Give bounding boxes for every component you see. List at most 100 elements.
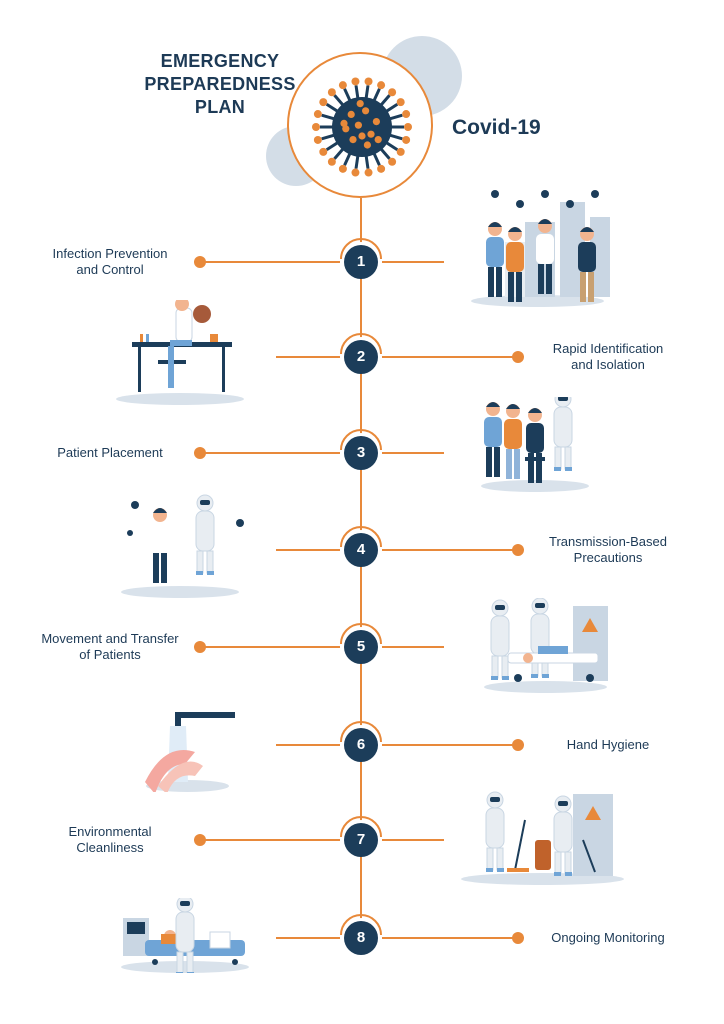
step-label: Hand Hygiene <box>528 737 688 753</box>
timeline-spine <box>360 198 362 943</box>
patient-transfer-gurney-illustration <box>478 597 613 693</box>
connector-right <box>382 261 444 263</box>
title-line-3: PLAN <box>194 97 246 117</box>
step-label-line-2: and Control <box>76 262 144 277</box>
step-label-line-2: Precautions <box>573 550 643 565</box>
hand-washing-tap-illustration <box>140 712 235 794</box>
step-label-line-2: and Isolation <box>571 357 645 372</box>
hospital-bed-monitoring-illustration <box>115 895 255 976</box>
virus-spike-tip <box>377 164 386 173</box>
step-label: Ongoing Monitoring <box>528 930 688 946</box>
step-label-line-1: Movement and Transfer <box>41 631 179 646</box>
step-number-badge: 4 <box>344 533 378 567</box>
step-number-badge: 7 <box>344 823 378 857</box>
connector-left <box>200 261 340 263</box>
connector-right <box>382 452 444 454</box>
virus-spike-tip <box>313 110 322 119</box>
virus-spike-tip <box>351 168 360 177</box>
virus-dot <box>347 110 355 118</box>
connector-dot <box>512 932 524 944</box>
step-label-line-1: Rapid Identification <box>552 341 664 356</box>
step-label: Patient Placement <box>30 445 190 461</box>
virus-spike-tip <box>396 98 405 107</box>
connector-left <box>276 356 340 358</box>
step-number-badge: 5 <box>344 630 378 664</box>
virus-spike-tip <box>338 164 347 173</box>
connector-right <box>382 356 518 358</box>
lab-scientist-illustration <box>110 297 250 405</box>
connector-dot <box>512 351 524 363</box>
virus-spike-tip <box>319 98 328 107</box>
virus-spike-tip <box>388 88 397 97</box>
connector-left <box>276 744 340 746</box>
virus-dot <box>362 107 370 115</box>
virus-dot <box>372 118 380 126</box>
connector-right <box>382 937 518 939</box>
virus-spike-tip <box>396 147 405 156</box>
doctor-and-hazmat-worker-illustration <box>115 493 245 598</box>
step-label-line-1: Infection Prevention <box>52 246 168 261</box>
connector-dot <box>194 641 206 653</box>
virus-spike-tip <box>402 135 411 144</box>
connector-right <box>382 549 518 551</box>
connector-dot <box>512 739 524 751</box>
step-label-line-2: Cleanliness <box>76 840 144 855</box>
step-number-badge: 1 <box>344 245 378 279</box>
virus-spike-tip <box>364 77 373 86</box>
virus-spike-tip <box>327 88 336 97</box>
connector-dot <box>194 447 206 459</box>
virus-spike-tip <box>402 110 411 119</box>
virus-spike-tip <box>312 123 320 131</box>
virus-dot <box>340 119 348 127</box>
virus-emblem <box>287 52 433 198</box>
virus-spike-tip <box>327 157 336 166</box>
patient-examination-illustration <box>475 390 595 492</box>
connector-left <box>276 549 340 551</box>
connector-left <box>200 646 340 648</box>
connector-left <box>200 452 340 454</box>
disinfection-cleaning-illustration <box>455 790 630 885</box>
step-label-line-1: Ongoing Monitoring <box>551 930 665 945</box>
title-line-1: EMERGENCY <box>160 51 280 71</box>
connector-left <box>200 839 340 841</box>
title-line-2: PREPAREDNESS <box>144 74 296 94</box>
virus-dot <box>349 136 357 144</box>
virus-dot <box>356 100 364 108</box>
connector-left <box>276 937 340 939</box>
subtitle-covid: Covid-19 <box>452 116 541 139</box>
virus-dot <box>363 141 371 149</box>
connector-dot <box>194 256 206 268</box>
step-label-line-1: Hand Hygiene <box>566 737 650 752</box>
virus-dot <box>342 125 350 133</box>
virus-spike-tip <box>313 135 322 144</box>
virus-spike-tip <box>404 123 412 131</box>
connector-right <box>382 839 444 841</box>
virus-spike-tip <box>364 168 373 177</box>
step-number-badge: 2 <box>344 340 378 374</box>
connector-right <box>382 744 518 746</box>
virus-dot <box>374 136 382 144</box>
step-label-line-1: Patient Placement <box>57 445 163 460</box>
virus-dot <box>354 121 362 129</box>
connector-right <box>382 646 444 648</box>
virus-spike-tip <box>388 157 397 166</box>
virus-spike-tip <box>377 81 386 90</box>
page-title: EMERGENCY PREPAREDNESS PLAN <box>130 50 310 119</box>
step-number-badge: 3 <box>344 436 378 470</box>
virus-dot <box>358 132 366 140</box>
step-number-badge: 8 <box>344 921 378 955</box>
virus-dot <box>367 130 375 138</box>
city-crowd-illustration <box>465 182 612 307</box>
step-label-line-2: of Patients <box>79 647 141 662</box>
step-label-line-1: Environmental <box>68 824 152 839</box>
connector-dot <box>512 544 524 556</box>
virus-spike-tip <box>338 81 347 90</box>
connector-dot <box>194 834 206 846</box>
virus-spike-tip <box>319 147 328 156</box>
step-label-line-1: Transmission-Based <box>548 534 667 549</box>
